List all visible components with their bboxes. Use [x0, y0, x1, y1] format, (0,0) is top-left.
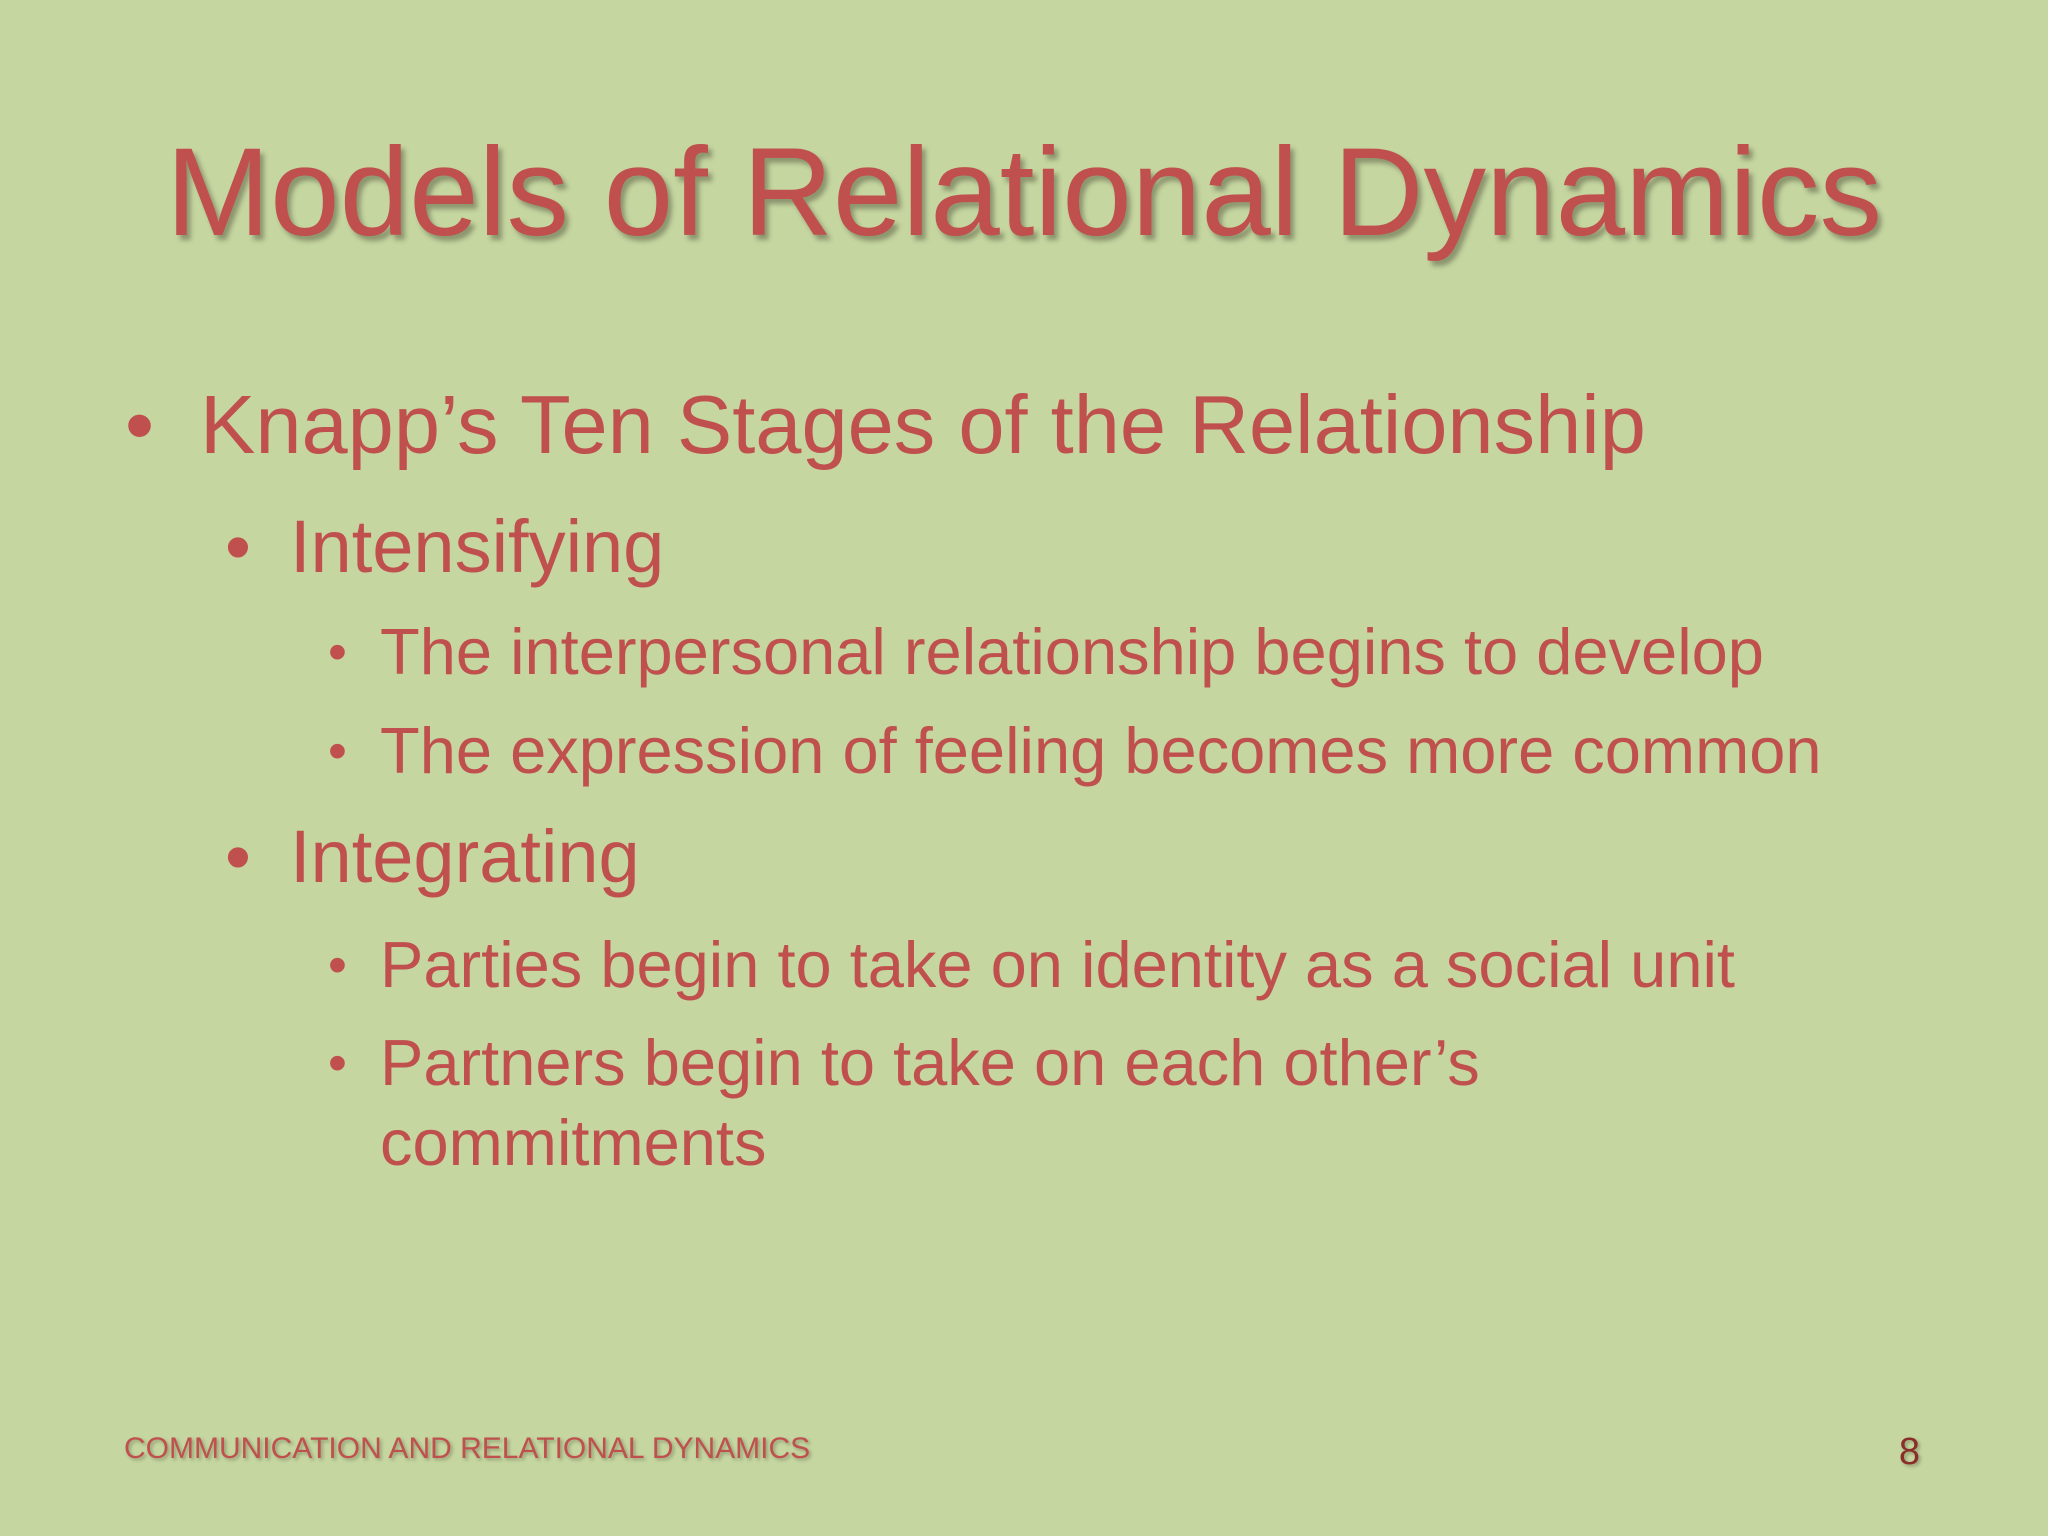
bullet-icon: • — [328, 622, 347, 682]
bullet-text: Knapp’s Ten Stages of the Relationship — [200, 378, 1646, 471]
bullet-text: Partners begin to take on each other’s — [380, 1026, 1480, 1099]
bullet-text: The expression of feeling becomes more c… — [380, 714, 1822, 787]
bullet-icon: • — [328, 935, 347, 995]
bullet-icon: • — [225, 815, 251, 898]
bullet-text: commitments — [380, 1106, 767, 1179]
bullet-text: Parties begin to take on identity as a s… — [380, 928, 1735, 1001]
bullet-icon: • — [125, 378, 155, 471]
slide-title: Models of Relational Dynamics — [165, 123, 1882, 262]
bullet-icon: • — [225, 505, 251, 588]
page-number: 8 — [1898, 1431, 1920, 1473]
bullet-text: Intensifying — [290, 505, 665, 588]
bullet-icon: • — [328, 721, 347, 781]
bullet-text: The interpersonal relationship begins to… — [380, 615, 1764, 688]
bullet-text: Integrating — [290, 815, 640, 898]
slide-footer: COMMUNICATION AND RELATIONAL DYNAMICS — [124, 1432, 811, 1465]
bullet-icon: • — [328, 1033, 347, 1093]
